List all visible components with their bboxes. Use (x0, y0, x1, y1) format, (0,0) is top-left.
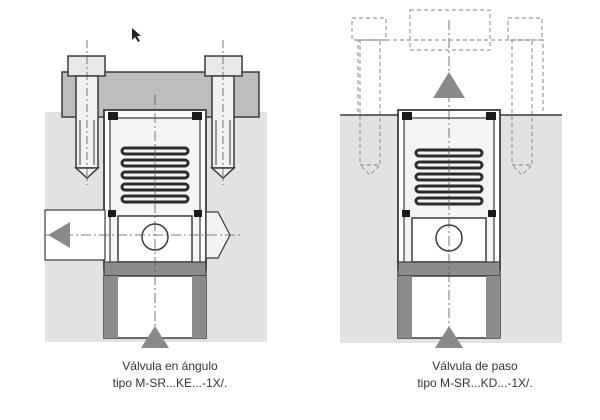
flow-arrow-up-icon (435, 326, 463, 348)
bolt-head-left (67, 55, 106, 77)
seal-top-left (402, 112, 412, 120)
angle-valve-figure (44, 40, 267, 348)
flow-arrow-up-icon (433, 72, 465, 98)
straight-valve-caption: Válvula de paso tipo M-SR...KD...-1X/. (345, 358, 600, 392)
flow-arrow-up-icon (141, 326, 169, 348)
straight-valve-caption-line1: Válvula de paso (432, 359, 518, 373)
seal-mid-right (194, 210, 202, 217)
angle-valve-caption-line2: tipo M-SR...KE...-1X/. (112, 376, 228, 390)
straight-valve-figure (340, 9, 562, 348)
seal-top-right (192, 112, 202, 120)
straight-valve-caption-line2: tipo M-SR...KD...-1X/. (417, 376, 533, 390)
seal-mid-left (108, 210, 116, 217)
angle-valve-caption-line1: Válvula en ángulo (122, 359, 218, 373)
mouse-cursor-icon (132, 28, 141, 42)
bolt-head-right (204, 55, 243, 77)
outlet-cone (205, 211, 231, 259)
seal-mid-left (402, 210, 410, 217)
seal-mid-right (488, 210, 496, 217)
angle-valve-caption: Válvula en ángulo tipo M-SR...KE...-1X/. (40, 358, 300, 392)
flow-arrow-left-icon (48, 222, 70, 248)
seal-top-left (108, 112, 118, 120)
seal-top-right (486, 112, 496, 120)
